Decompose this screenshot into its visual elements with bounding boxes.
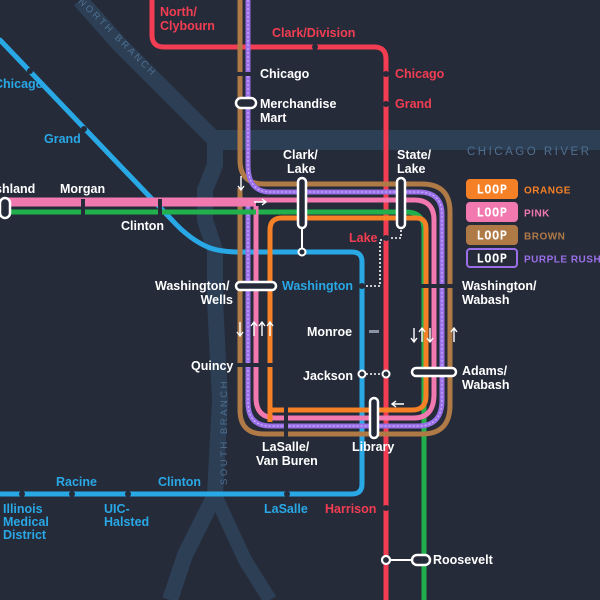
label-roosevelt[interactable]: Roosevelt [433,553,494,567]
label-lasalle-blue[interactable]: LaSalle [264,502,308,516]
legend-swatch [466,202,518,222]
label-adams-wabash[interactable]: Adams/ Wabash [462,364,511,392]
label-clark-lake[interactable]: Clark/ Lake [283,148,321,176]
label-washington-wabash[interactable]: Washington/ Wabash [462,279,540,307]
legend-swatch [466,248,518,268]
legend-swatch-label: LOOP [477,252,508,266]
label-grand-red[interactable]: Grand [395,97,432,111]
station-dot-harrison[interactable] [383,505,389,511]
station-tick-morgan[interactable] [81,199,85,215]
station-pill-washington-wells[interactable] [234,280,278,292]
legend-item: LOOP ORANGE [466,179,571,199]
station-ring-jackson-red[interactable] [381,369,391,379]
station-dot-chicago-red[interactable] [383,71,389,77]
label-library[interactable]: Library [352,440,394,454]
legend-swatch-label: LOOP [477,183,508,197]
station-dot-racine[interactable] [69,491,75,497]
station-tick-lasalle-van-buren[interactable] [284,400,288,438]
station-dot-uic-halsted[interactable] [125,491,131,497]
legend-item: LOOP BROWN [466,225,565,245]
label-north-clybourn[interactable]: North/ Clybourn [160,5,215,33]
label-washington-wells[interactable]: Washington/ Wells [155,279,233,307]
label-chicago-brown[interactable]: Chicago [260,67,310,81]
transfer-connectors [362,226,402,375]
label-illinois-medical-district[interactable]: Illinois Medical District [3,502,52,542]
legend-item: LOOP PINK [466,202,550,222]
station-dot-grand-blue[interactable] [81,126,87,132]
label-lasalle-van-buren[interactable]: LaSalle/ Van Buren [256,440,318,468]
station-dot-washington-blue[interactable] [359,283,365,289]
legend-line-name: ORANGE [524,186,571,197]
station-dot-illinois-medical[interactable] [19,491,25,497]
label-state-lake[interactable]: State/ Lake [397,148,435,176]
label-clinton-blue[interactable]: Clinton [158,475,201,489]
orange-line [267,215,429,422]
station-tick-washington-wabash[interactable] [412,284,456,288]
station-dot-lake[interactable] [383,235,389,241]
south-branch-label: SOUTH BRANCH [219,379,230,485]
label-ashland[interactable]: Ashland [0,182,35,196]
station-dot-clark-division[interactable] [312,44,318,50]
direction-arrows [236,176,458,408]
north-branch-label: NORTH BRANCH [76,0,159,79]
legend-swatch-label: LOOP [477,206,508,220]
station-pill-library[interactable] [368,396,380,440]
label-merchandise-mart[interactable]: Merchandise Mart [260,97,340,125]
label-chicago-red[interactable]: Chicago [395,67,445,81]
station-pill-state-lake[interactable] [395,176,407,230]
label-quincy[interactable]: Quincy [191,359,233,373]
station-labels: North/ Clybourn Clark/Division Chicago G… [0,5,540,567]
station-pill-ashland[interactable] [0,196,12,220]
station-tick-monroe[interactable] [369,330,379,333]
station-dot-grand-red[interactable] [383,101,389,107]
legend-line-name: PURPLE RUSH [524,255,600,266]
label-washington-blue[interactable]: Washington [282,279,353,293]
label-morgan[interactable]: Morgan [60,182,105,196]
legend: LOOP ORANGE LOOP PINK LOOP BROWN LOOP PURPLE RU… [466,179,600,268]
legend-item: LOOP PURPLE RUSH [466,248,600,268]
label-racine[interactable]: Racine [56,475,97,489]
station-tick-clinton-green[interactable] [158,199,162,215]
legend-swatch [466,225,518,245]
station-pill-roosevelt[interactable] [410,553,432,567]
station-ring-roosevelt-red[interactable] [380,554,392,566]
chicago-river-label: CHICAGO RIVER [467,146,592,158]
red-line [149,0,389,600]
station-pill-clark-lake[interactable] [296,176,308,230]
label-monroe[interactable]: Monroe [307,325,352,339]
station-tick-chicago-brown[interactable] [236,72,252,76]
station-dot-chicago-blue[interactable] [27,68,33,74]
station-ring-jackson-blue[interactable] [357,369,367,379]
label-clinton-green[interactable]: Clinton [121,219,164,233]
station-pill-merchandise-mart[interactable] [234,96,258,110]
station-tick-quincy[interactable] [236,363,274,367]
station-ring-clark-lake-blue[interactable] [297,247,307,257]
label-uic-halsted[interactable]: UIC- Halsted [104,502,149,529]
label-harrison[interactable]: Harrison [325,502,376,516]
label-lake[interactable]: Lake [349,231,378,245]
station-pill-adams-wabash[interactable] [410,366,458,378]
legend-swatch-label: LOOP [477,229,508,243]
station-dot-lasalle-blue[interactable] [284,491,290,497]
label-chicago-blue[interactable]: Chicago [0,77,44,91]
label-jackson[interactable]: Jackson [303,369,353,383]
legend-line-name: PINK [524,209,550,220]
legend-line-name: BROWN [524,232,565,243]
label-clark-division[interactable]: Clark/Division [272,26,355,40]
label-grand-blue[interactable]: Grand [44,132,81,146]
legend-swatch [466,179,518,199]
purple-line-dots [247,0,443,427]
station-markers [0,44,458,567]
blue-line [0,37,365,497]
pink-line [0,197,437,421]
